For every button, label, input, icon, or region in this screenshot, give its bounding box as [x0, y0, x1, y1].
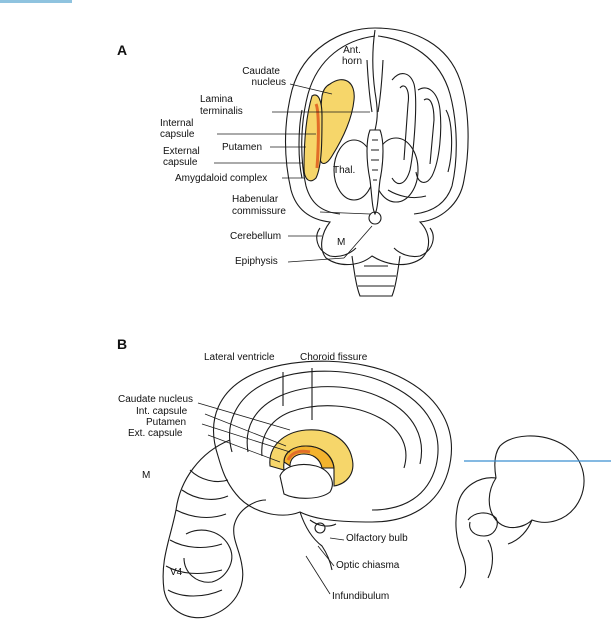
inset-sketch: [455, 435, 585, 589]
internal-capsule-a: [314, 103, 320, 169]
top-accent-bar: [0, 0, 72, 3]
label-choroid-fissure: Choroid fissure: [300, 352, 368, 363]
hemisphere-outline: [284, 27, 469, 266]
label-ext-capsule: Ext. capsule: [128, 428, 183, 439]
label-infundibulum: Infundibulum: [332, 591, 390, 602]
internal-capsule-b: [286, 449, 311, 461]
panel-b-letter: B: [117, 336, 128, 352]
label-putamen-b: Putamen: [146, 417, 187, 428]
label-lamina-2: terminalis: [200, 106, 243, 117]
habenular-shape: [368, 211, 382, 225]
label-cerebellum: Cerebellum: [230, 231, 282, 242]
hindbrain-b: [162, 439, 267, 619]
label-external-2: capsule: [163, 157, 198, 168]
panel-a-drawing: [284, 27, 469, 297]
label-optic-chiasma: Optic chiasma: [336, 560, 400, 571]
label-v4: V4: [170, 567, 183, 578]
label-habenular-2: commissure: [232, 206, 286, 217]
label-olfactory-bulb: Olfactory bulb: [346, 533, 408, 544]
label-caudate-1: Caudate: [242, 66, 280, 77]
panel-b-drawing: [162, 360, 452, 619]
label-caudate-2: nucleus: [251, 77, 286, 88]
label-habenular-1: Habenular: [232, 194, 279, 205]
label-thal: Thal.: [333, 165, 356, 176]
label-internal-2: capsule: [160, 129, 195, 140]
label-ant-horn-1: Ant.: [343, 45, 361, 56]
caudate-nucleus-b: [269, 429, 354, 487]
label-int-capsule: Int. capsule: [136, 406, 188, 417]
hemisphere-b-outline: [213, 360, 452, 523]
label-lamina-1: Lamina: [200, 94, 233, 105]
label-external-1: External: [163, 146, 200, 157]
label-putamen-a: Putamen: [222, 142, 263, 153]
panel-a-leaders: [214, 83, 373, 263]
label-caudate-nucleus-b: Caudate nucleus: [118, 394, 194, 405]
label-epiphysis: Epiphysis: [235, 256, 278, 267]
panel-a-letter: A: [117, 42, 128, 58]
label-internal-1: Internal: [160, 118, 194, 129]
label-m-b: M: [142, 470, 151, 481]
label-ant-horn-2: horn: [341, 56, 362, 67]
caudate-nucleus-a: [319, 79, 355, 165]
label-lateral-ventricle: Lateral ventricle: [204, 352, 275, 363]
label-m-a: M: [337, 237, 346, 248]
label-amygdaloid: Amygdaloid complex: [175, 173, 268, 184]
panel-b-leaders: [197, 402, 345, 595]
